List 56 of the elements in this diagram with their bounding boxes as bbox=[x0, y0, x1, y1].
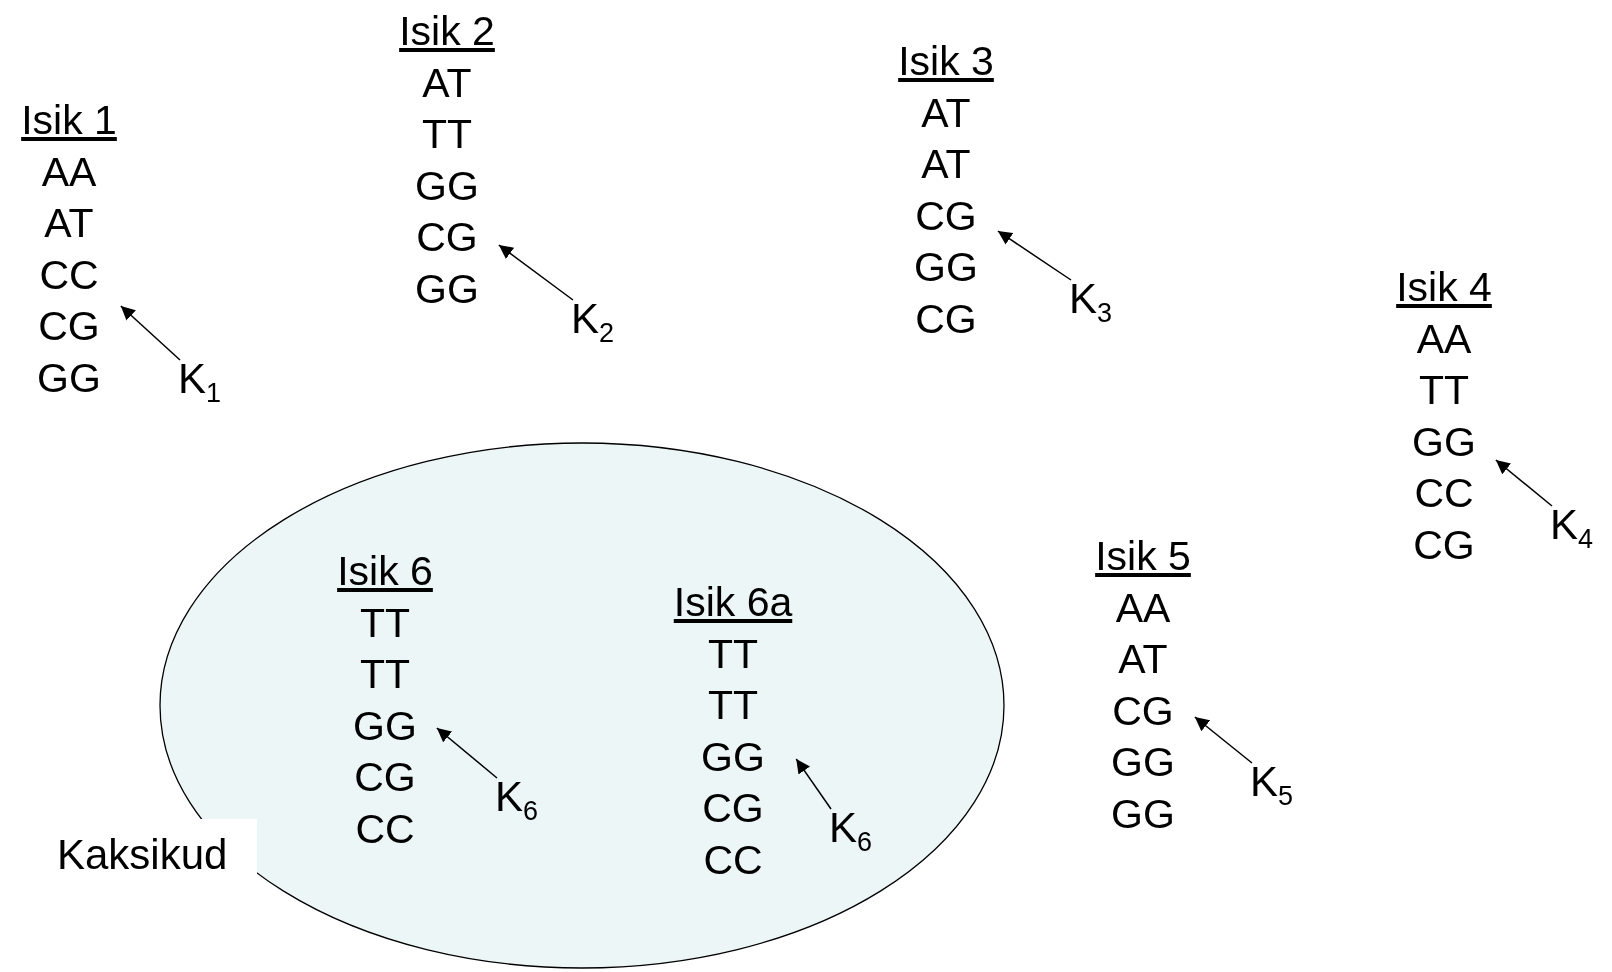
person-heading: Isik 5 bbox=[1095, 533, 1191, 579]
genotype-text: GG bbox=[415, 162, 479, 209]
genotype-text: AT bbox=[1118, 636, 1168, 682]
arrow bbox=[120, 305, 181, 361]
person-heading: Isik 6 bbox=[337, 548, 433, 594]
genotype-text: GG bbox=[914, 244, 978, 290]
genotype-text: CG bbox=[915, 192, 977, 239]
genotype-text: TT bbox=[421, 111, 473, 157]
marker-label: K$_{6}$ bbox=[495, 774, 539, 835]
genotype-text: CG bbox=[416, 214, 478, 260]
genotype-text: TT bbox=[707, 682, 759, 728]
marker-label: K$_{4}$ bbox=[1550, 502, 1594, 563]
genotype-text: GG bbox=[37, 354, 101, 401]
genotype-text: GG bbox=[353, 702, 417, 749]
genotype-text: GG bbox=[415, 265, 479, 312]
genotype-text: GG bbox=[1111, 739, 1175, 785]
marker-label: K$_{2}$ bbox=[571, 296, 615, 357]
genotype-text: TT bbox=[359, 599, 411, 646]
genotype-text: TT bbox=[359, 651, 411, 697]
genotype-text: AT bbox=[422, 59, 472, 106]
genotype-text: AA bbox=[41, 148, 97, 195]
marker-label: K$_{3}$ bbox=[1069, 276, 1113, 337]
genotype-text: GG bbox=[1412, 418, 1476, 465]
marker-label: K$_{5}$ bbox=[1250, 759, 1294, 820]
marker-label: K$_{6}$ bbox=[829, 805, 873, 866]
arrow bbox=[1495, 459, 1553, 507]
genotype-text: AA bbox=[1115, 584, 1171, 631]
genotype-text: CG bbox=[702, 785, 764, 831]
arrow bbox=[795, 758, 832, 810]
genotype-text: GG bbox=[701, 733, 765, 780]
genotype-text: CC bbox=[355, 805, 415, 852]
marker-label: K$_{1}$ bbox=[178, 356, 222, 417]
genotype-text: CG bbox=[1112, 687, 1174, 734]
arrow bbox=[1194, 716, 1253, 764]
genotype-text: TT bbox=[1418, 367, 1470, 413]
genotype-text: CG bbox=[354, 754, 416, 800]
person-heading: Isik 3 bbox=[898, 38, 994, 84]
genotype-text: TT bbox=[707, 630, 759, 677]
genotype-text: AT bbox=[921, 141, 971, 187]
genotype-text: AT bbox=[44, 200, 94, 246]
person-heading: Isik 1 bbox=[21, 97, 117, 143]
person-heading: Isik 2 bbox=[399, 8, 495, 54]
arrow bbox=[498, 244, 574, 301]
person-heading: Isik 6a bbox=[673, 579, 793, 625]
arrow bbox=[436, 727, 498, 779]
genotype-text: CG bbox=[915, 295, 977, 342]
person-heading: Isik 4 bbox=[1396, 264, 1492, 310]
genotype-text: CC bbox=[39, 251, 99, 298]
genotype-text: CC bbox=[703, 836, 763, 883]
genotype-text: AA bbox=[1416, 315, 1472, 362]
genotype-text: CC bbox=[1414, 470, 1474, 516]
genotype-text: AT bbox=[921, 89, 971, 136]
genotype-text: GG bbox=[1111, 790, 1175, 837]
genotype-text: CG bbox=[38, 303, 100, 349]
arrow bbox=[997, 230, 1072, 281]
genotype-text: CG bbox=[1413, 521, 1475, 568]
